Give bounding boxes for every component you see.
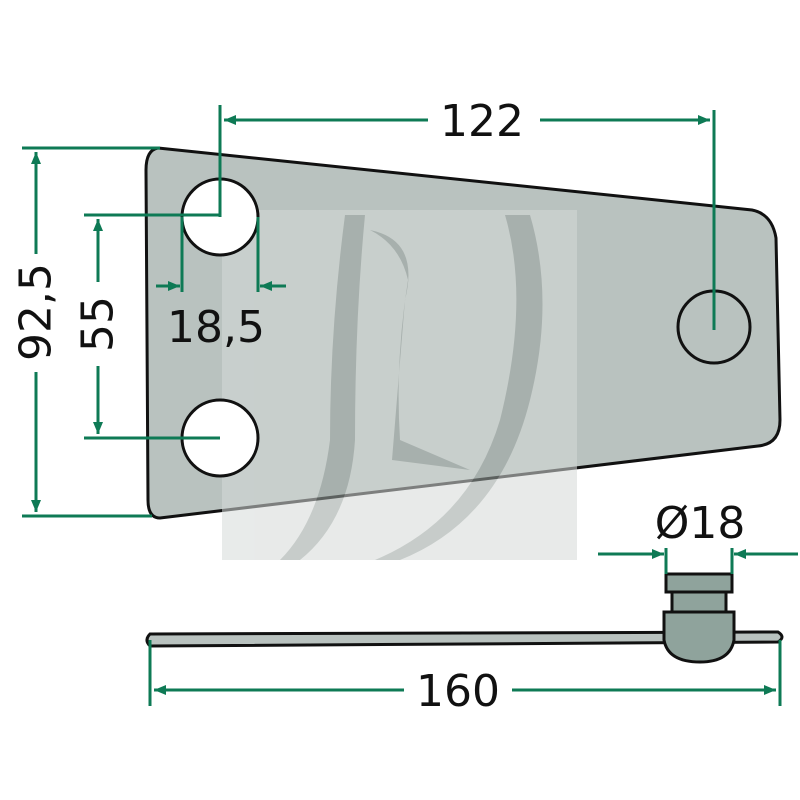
label-overall-height: 92,5 (11, 263, 62, 361)
pin-side-view (662, 572, 736, 664)
label-overall-length: 160 (416, 666, 500, 717)
dimension-hole-diameter: 18,5 (156, 217, 286, 353)
label-hole-spacing: 122 (440, 96, 524, 147)
label-pin-diameter: Ø18 (655, 498, 746, 549)
watermark-logo (222, 210, 577, 560)
label-hole-diameter: 18,5 (167, 302, 265, 353)
plate-side-view (145, 572, 784, 664)
dimension-overall-length: 160 (148, 640, 782, 717)
dimension-pin-diameter: Ø18 (598, 498, 798, 574)
dimension-hole-spacing: 122 (218, 96, 716, 330)
dimension-hole-pitch: 55 (73, 213, 220, 440)
label-hole-pitch: 55 (73, 296, 124, 352)
dimension-overall-height: 92,5 (11, 146, 160, 518)
